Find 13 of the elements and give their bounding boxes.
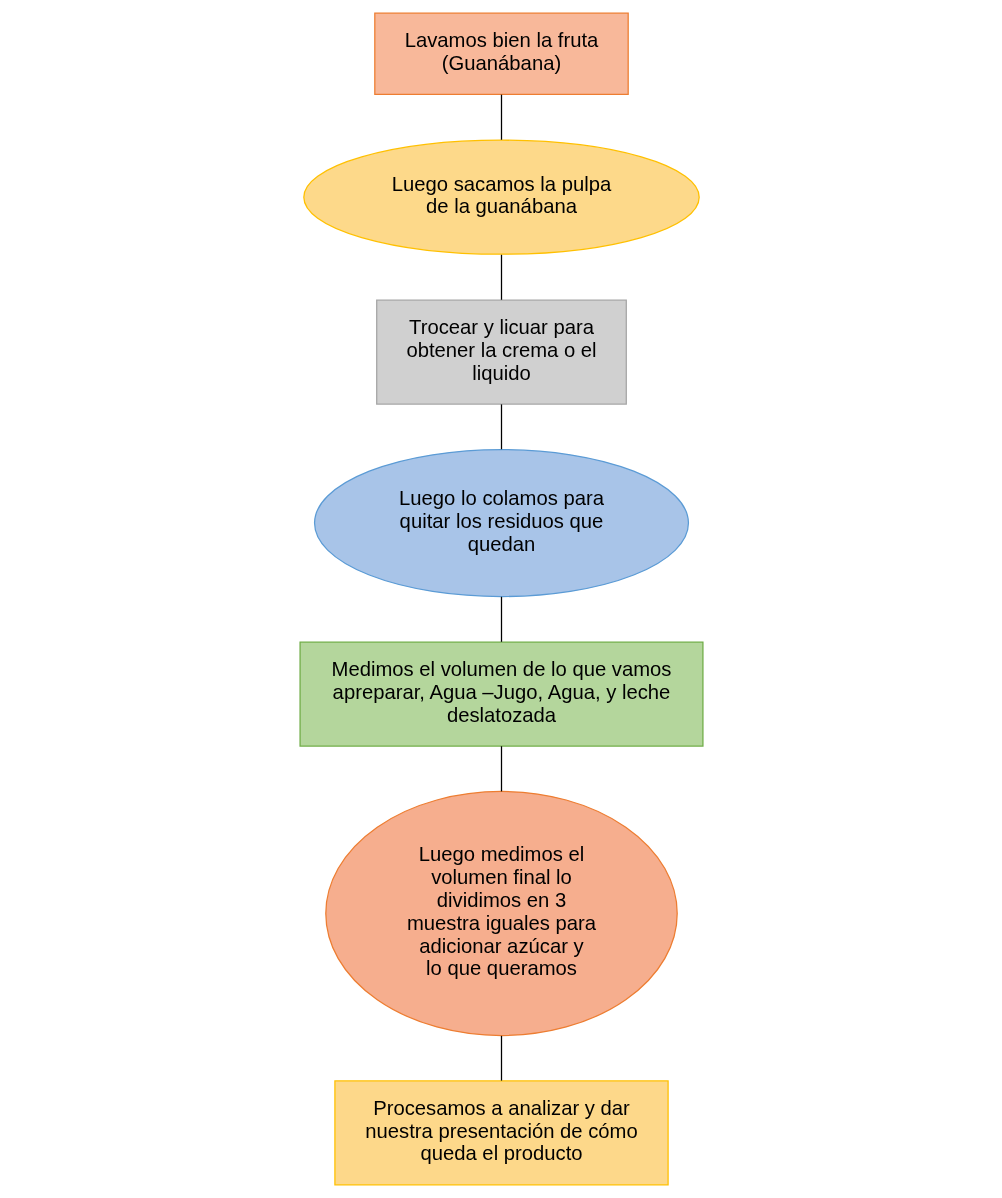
connector — [500, 745, 502, 792]
node-box: Lavamos bien la fruta (Guanábana) — [373, 12, 629, 95]
node-ellipse: Luego medimos el volumen final lo dividimos en 3 muestra iguales para adicionar azúcar y lo que queramos — [324, 790, 678, 1037]
connector — [500, 94, 502, 141]
connector — [500, 596, 502, 643]
node-ellipse: Luego sacamos la pulpa de la guanábana — [302, 139, 700, 255]
node-ellipse: Luego lo colamos para quitar los residuos que quedan — [313, 449, 689, 598]
node-box: Procesamos a analizar y dar nuestra presentación de cómo queda el producto — [333, 1080, 669, 1186]
connector — [500, 254, 502, 301]
connector — [500, 1035, 502, 1082]
node-box: Trocear y licuar para obtener la crema o el liquido — [375, 299, 627, 405]
connector — [500, 403, 502, 450]
node-box: Medimos el volumen de lo que vamos apreparar, Agua –Jugo, Agua, y leche deslatozada — [298, 641, 704, 747]
